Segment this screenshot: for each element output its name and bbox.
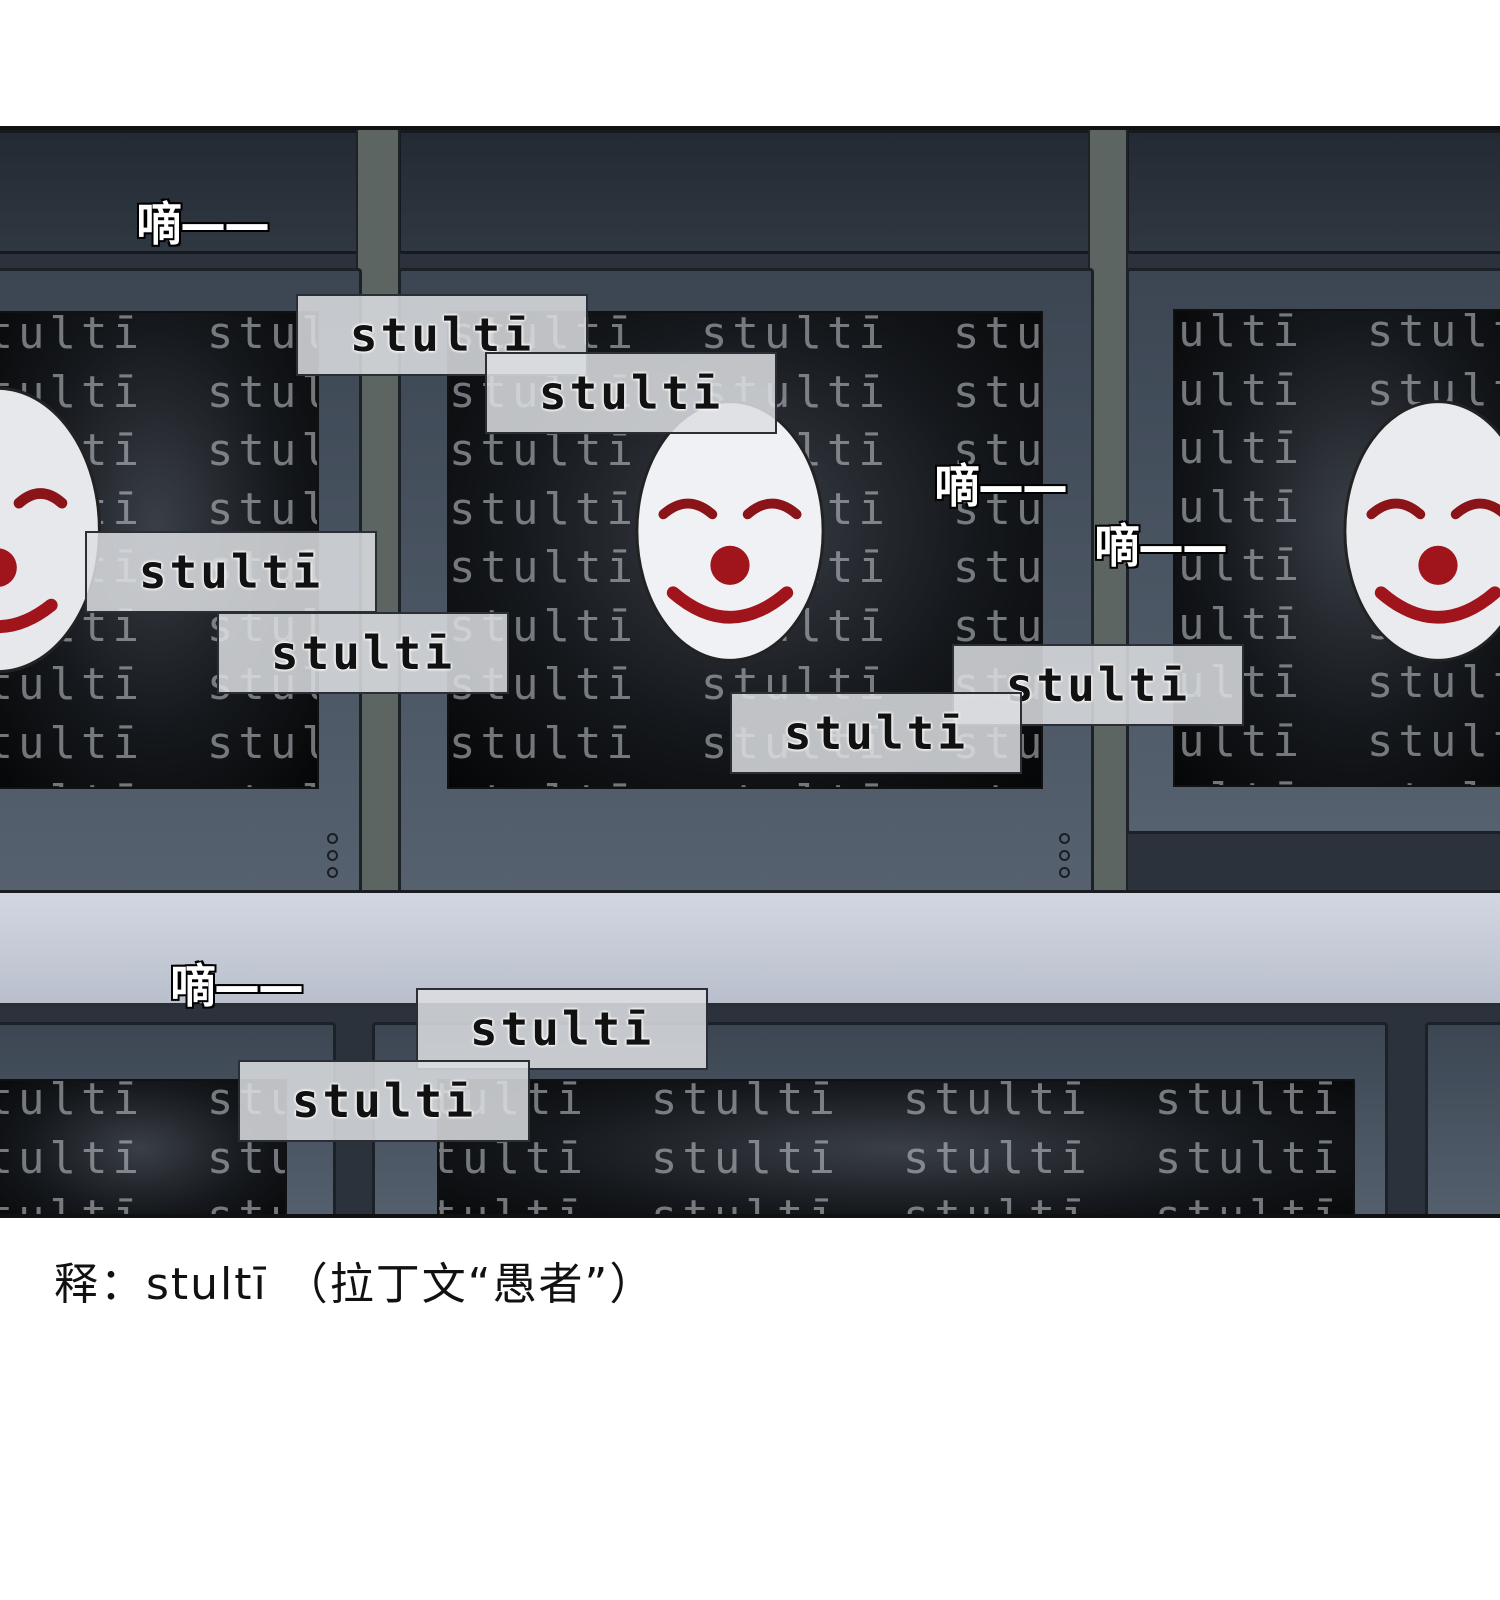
drawer bbox=[1126, 130, 1500, 254]
stulti-label: stultī bbox=[485, 352, 777, 434]
sfx-beep: 嘀—— bbox=[1093, 518, 1229, 574]
stulti-label: stultī bbox=[217, 612, 509, 694]
vent-dots bbox=[1059, 833, 1070, 884]
clown-mask bbox=[0, 386, 102, 674]
monitor-screen: stultī stultī stultī stultī stultī stult… bbox=[437, 1079, 1355, 1218]
stulti-label: stultī bbox=[730, 692, 1022, 774]
shelf bbox=[0, 890, 1500, 1006]
translation-caption: 释：stultī （拉丁文“愚者”） bbox=[54, 1259, 656, 1310]
drawer bbox=[0, 130, 361, 254]
stulti-label: stultī bbox=[238, 1060, 530, 1142]
stulti-label: stultī bbox=[296, 294, 588, 376]
monitor-screen: stultī stultī stultī stultī stultī stult… bbox=[1173, 309, 1500, 787]
drawer bbox=[398, 130, 1094, 254]
cabinet-right: stultī stultī stultī stultī stultī stult… bbox=[1126, 268, 1500, 834]
sfx-beep: 嘀—— bbox=[933, 458, 1069, 514]
monitor-screen: stultī stultī stultī stultī stultī stult… bbox=[0, 1079, 287, 1214]
stulti-label: stultī bbox=[85, 531, 377, 613]
clown-mask bbox=[1343, 400, 1500, 662]
screen-text: stultī stultī stultī stultī stultī stult… bbox=[439, 1079, 1344, 1218]
stulti-label: stultī bbox=[416, 988, 708, 1070]
sfx-beep: 嘀—— bbox=[169, 958, 305, 1014]
vent-dots bbox=[327, 833, 338, 884]
sfx-beep: 嘀—— bbox=[135, 196, 271, 252]
pillar bbox=[356, 130, 400, 890]
cabinet-lower-right bbox=[1425, 1022, 1500, 1214]
clown-mask bbox=[635, 400, 825, 662]
